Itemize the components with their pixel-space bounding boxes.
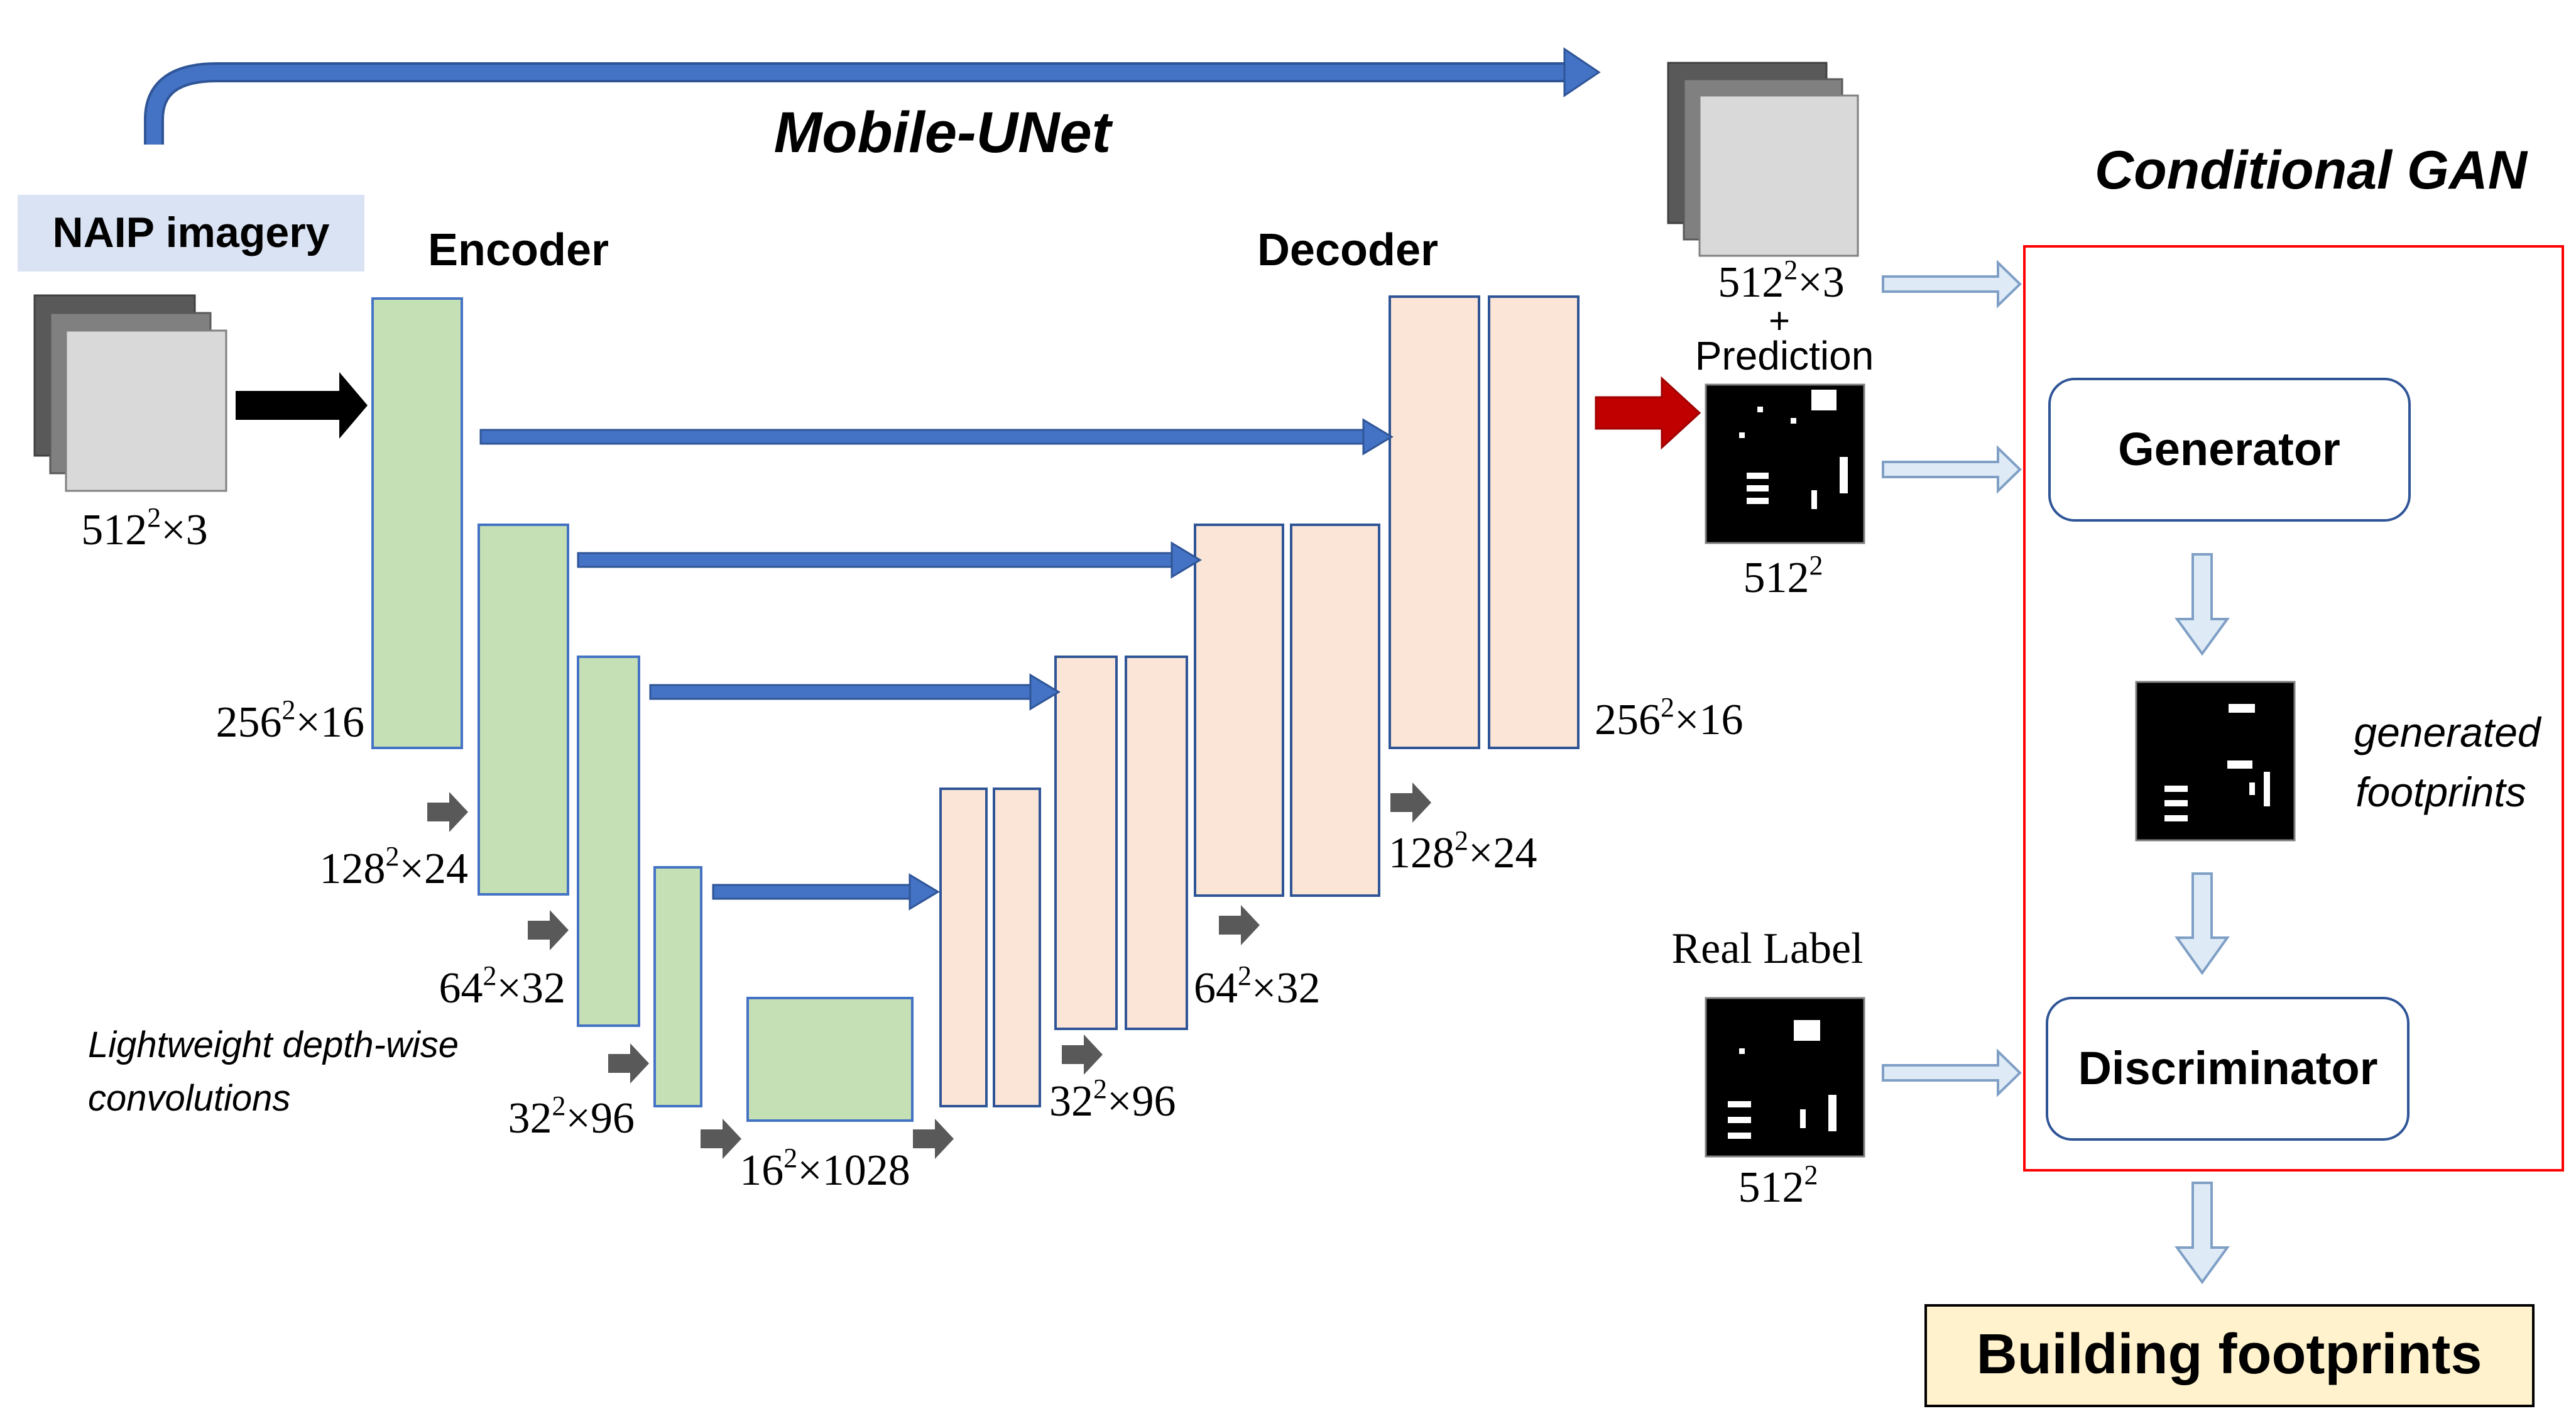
gray-arrow-2	[528, 910, 569, 950]
encoder-block-1	[371, 297, 463, 749]
decoder-block-1a	[1389, 295, 1480, 749]
encoder-blocks	[371, 297, 914, 1122]
building-footprints-label: Building footprints	[1977, 1323, 2482, 1386]
real-label-dim-label: 5122	[1738, 1160, 1818, 1212]
enc4-dim-label: 322×96	[508, 1090, 635, 1143]
gen-down-arrow	[2175, 553, 2230, 656]
gan-image-dim-label: 5122×3	[1718, 255, 1844, 307]
skip-connections	[479, 418, 1394, 911]
lightweight-note-line2: convolutions	[88, 1078, 290, 1119]
naip-label: NAIP imagery	[53, 209, 330, 256]
generated-footprints-image	[2135, 681, 2296, 842]
generator-label: Generator	[2118, 423, 2340, 475]
output-down-arrow	[2175, 1182, 2230, 1285]
prediction-dim-label: 5122	[1744, 550, 1823, 602]
encoder-block-4	[653, 866, 702, 1107]
generated-note-line1: generated	[2354, 709, 2542, 755]
gray-arrow-1	[427, 792, 468, 832]
gan-input-arrows	[1882, 260, 2022, 1097]
prediction-arrow	[1595, 376, 1701, 450]
conditional-gan-title: Conditional GAN	[2095, 140, 2528, 200]
conditional-gan-border	[2023, 245, 2564, 1172]
dec3-dim-label: 642×32	[1194, 960, 1320, 1013]
light-arrow-1	[1882, 260, 2022, 309]
skip-arrow-3	[649, 673, 1061, 711]
mobile-unet-title: Mobile-UNet	[774, 101, 1113, 165]
dec1-dim-label: 2562×16	[1595, 692, 1743, 744]
gray-arrow-8	[1390, 782, 1431, 823]
enc3-dim-label: 642×32	[439, 960, 565, 1013]
decoder-block-3b	[1125, 656, 1188, 1030]
decoder-block-2b	[1290, 524, 1380, 897]
decoder-title: Decoder	[1257, 225, 1438, 275]
enc2-dim-label: 1282×24	[320, 841, 468, 893]
bottleneck-block	[746, 997, 914, 1122]
bottleneck-dim-label: 162×1028	[740, 1143, 910, 1195]
input-arrow	[236, 372, 368, 439]
prediction-label: Prediction	[1695, 333, 1874, 378]
gray-arrow-3	[608, 1043, 649, 1084]
gray-arrow-4	[701, 1119, 741, 1159]
encoder-block-3	[577, 656, 640, 1027]
gan-down-arrows	[2175, 553, 2230, 1285]
mobile-unet-arrow	[144, 47, 1601, 145]
generator-box	[2048, 378, 2411, 522]
encoder-title: Encoder	[428, 225, 609, 275]
decoder-block-4a	[939, 788, 988, 1107]
lightweight-note-line1: Lightweight depth-wise	[88, 1024, 459, 1065]
gan-input-image-stack-icon	[1667, 62, 1859, 257]
gray-arrow-7	[1219, 905, 1260, 945]
plus-sign: +	[1769, 300, 1790, 341]
light-arrow-2	[1882, 445, 2022, 494]
gray-arrow-5	[913, 1119, 954, 1159]
decoder-block-2a	[1194, 524, 1284, 897]
downsample-arrows	[427, 782, 1431, 1159]
dec4-dim-label: 322×96	[1049, 1073, 1176, 1126]
skip-arrow-2	[577, 541, 1202, 579]
decoder-blocks	[939, 295, 1580, 1107]
generated-down-arrow	[2175, 872, 2230, 975]
discriminator-box	[2046, 997, 2410, 1141]
naip-label-bg	[18, 195, 364, 272]
decoder-block-3a	[1054, 656, 1118, 1030]
skip-arrow-4	[712, 873, 940, 911]
light-arrow-3	[1882, 1048, 2022, 1097]
real-label-title: Real Label	[1671, 925, 1863, 973]
decoder-block-4b	[993, 788, 1041, 1107]
input-image-stack-icon	[33, 294, 227, 492]
decoder-block-1b	[1488, 295, 1580, 749]
encoder-block-2	[478, 524, 569, 896]
prediction-mask-image	[1705, 383, 1865, 544]
skip-arrow-1	[479, 418, 1394, 456]
enc1-dim-label: 2562×16	[216, 694, 364, 747]
generated-note-line2: footprints	[2355, 769, 2526, 815]
building-footprints-box	[1924, 1304, 2535, 1407]
gray-arrow-6	[1062, 1035, 1103, 1075]
input-dim-label: 5122×3	[81, 502, 207, 554]
discriminator-label: Discriminator	[2078, 1042, 2377, 1094]
dec2-dim-label: 1282×24	[1389, 825, 1537, 877]
real-label-mask-image	[1705, 997, 1865, 1158]
